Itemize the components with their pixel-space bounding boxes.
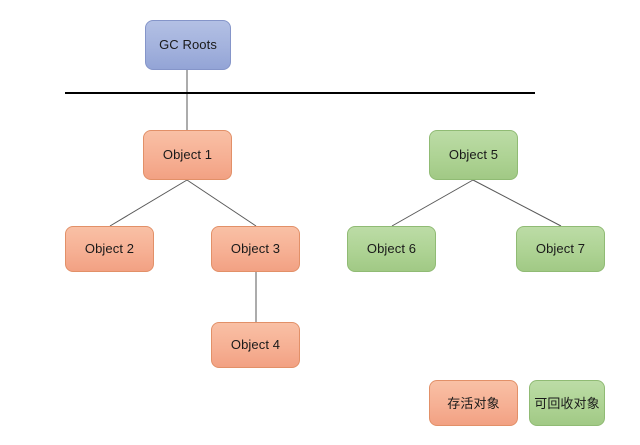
node-object-3[interactable]: Object 3 — [211, 226, 300, 272]
edge-object-5-to-object-7 — [472, 179, 562, 227]
node-label: Object 3 — [230, 241, 281, 256]
edge-object-1-to-object-2 — [109, 179, 188, 227]
node-object-4[interactable]: Object 4 — [211, 322, 300, 368]
node-label: Object 5 — [448, 147, 499, 162]
node-label: Object 7 — [535, 241, 586, 256]
node-label: Object 4 — [230, 337, 281, 352]
edge-object-1-to-object-3 — [186, 179, 257, 227]
legend-collectable-objects[interactable]: 可回收对象 — [529, 380, 605, 426]
node-object-2[interactable]: Object 2 — [65, 226, 154, 272]
node-gc-roots[interactable]: GC Roots — [145, 20, 231, 70]
node-label: GC Roots — [159, 37, 217, 52]
node-label: Object 1 — [162, 147, 213, 162]
legend-label: 可回收对象 — [534, 395, 600, 411]
node-object-7[interactable]: Object 7 — [516, 226, 605, 272]
node-label: Object 2 — [84, 241, 135, 256]
legend-label: 存活对象 — [447, 395, 500, 411]
node-object-6[interactable]: Object 6 — [347, 226, 436, 272]
node-object-1[interactable]: Object 1 — [143, 130, 232, 180]
legend-live-objects[interactable]: 存活对象 — [429, 380, 518, 426]
node-object-5[interactable]: Object 5 — [429, 130, 518, 180]
node-label: Object 6 — [366, 241, 417, 256]
edge-object-5-to-object-6 — [391, 179, 474, 227]
